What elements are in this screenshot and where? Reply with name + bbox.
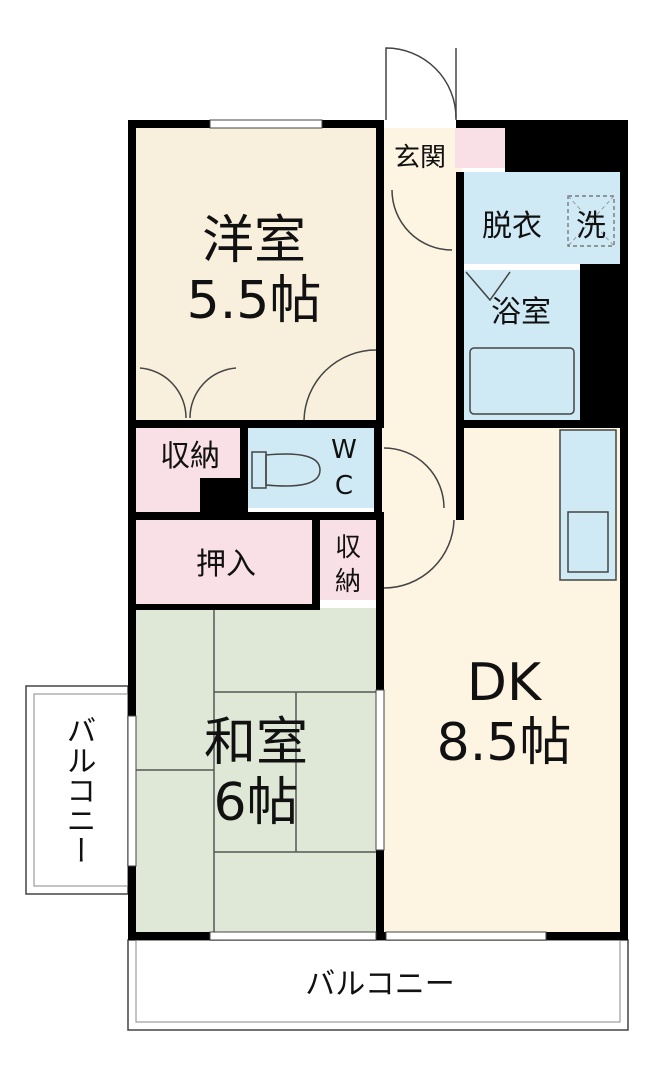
storage-label-1: 収納 [160, 439, 220, 474]
bathroom-area [462, 270, 580, 420]
washer-spot-icon [567, 195, 615, 247]
entrance-label: 玄関 [394, 143, 446, 173]
dressing-room-label: 脱衣 [482, 209, 542, 244]
toilet-area [248, 428, 374, 508]
western-room-size: 5.5帖 [187, 271, 322, 331]
door-swings [139, 47, 511, 589]
storage-area-2 [320, 520, 376, 600]
bathtub-icon [469, 347, 575, 415]
western-room-label: 洋室 [202, 211, 306, 271]
japanese-room-label: 和室 [204, 713, 308, 773]
tatami-lines [136, 610, 376, 932]
toilet-label-bottom: C [335, 471, 353, 501]
balcony-bottom-label: バルコニー [305, 967, 454, 1002]
dk-label: DK [467, 653, 543, 713]
balcony-side-area [25, 685, 129, 895]
washer-label: 洗 [576, 209, 606, 244]
entrance-area [384, 128, 454, 184]
bathroom-label: 浴室 [491, 295, 551, 330]
balcony-bottom-area [127, 939, 629, 1031]
dk-size: 8.5帖 [437, 713, 572, 773]
closet-label: 押入 [196, 547, 256, 582]
western-room-area [136, 128, 376, 420]
toilet-label-top: W [331, 435, 357, 465]
japanese-room-size: 6帖 [213, 773, 298, 833]
toilet-icon [251, 451, 321, 489]
entrance-mat [455, 128, 505, 168]
storage-label-2-top: 収 [335, 533, 361, 563]
kitchen-counter [559, 429, 617, 581]
closet-area [136, 520, 314, 608]
storage-label-2-bottom: 納 [335, 567, 361, 597]
sink-icon [567, 511, 609, 573]
windows [127, 119, 547, 941]
balcony-side-label: バルコニー [61, 715, 96, 865]
